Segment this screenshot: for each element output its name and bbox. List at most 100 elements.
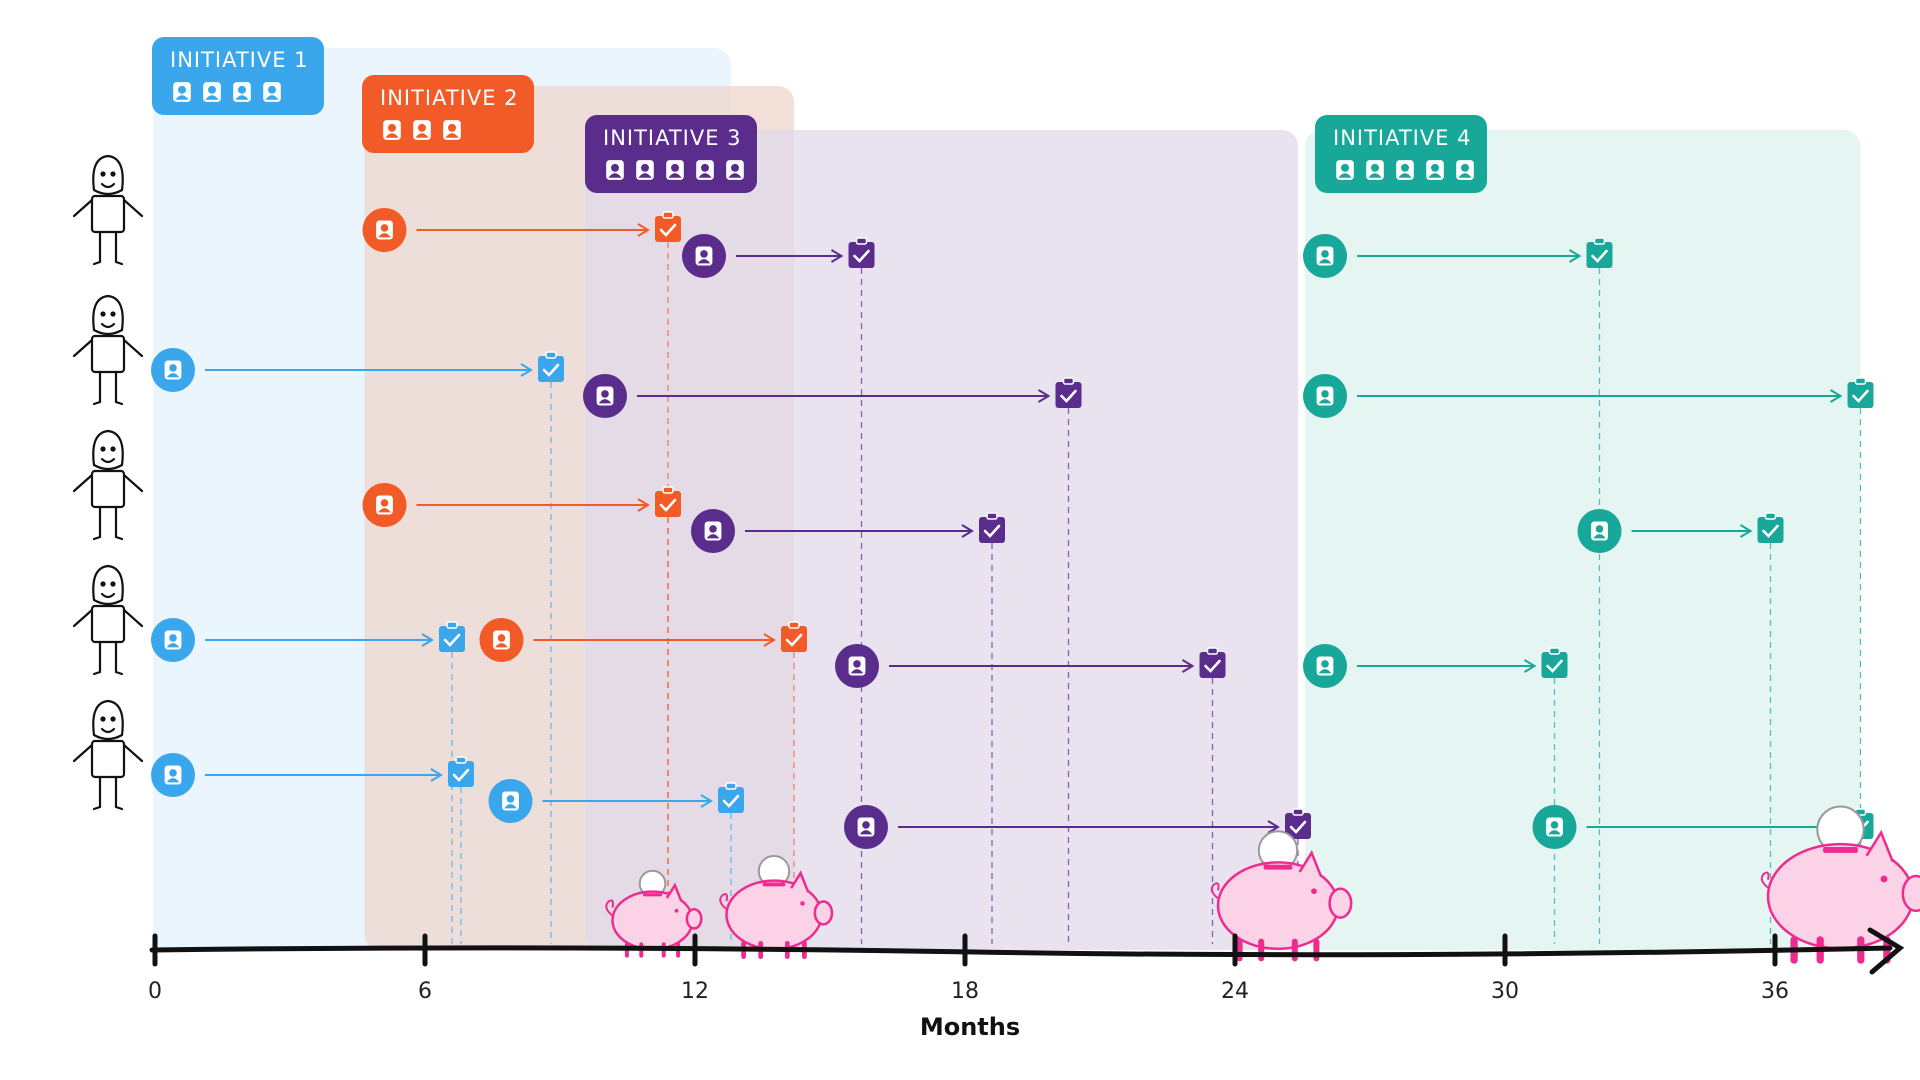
team-member-icon — [1336, 160, 1354, 180]
assignment-i1 — [488, 779, 744, 823]
assignment-i4 — [1577, 509, 1784, 553]
assignee-badge-icon — [479, 618, 524, 662]
assignment-i3 — [835, 644, 1226, 688]
arrow-head — [1739, 524, 1753, 538]
assignee-badge-icon — [1303, 234, 1347, 278]
header-i2: INITIATIVE 2 — [362, 75, 534, 153]
arrow-head — [637, 498, 650, 512]
piggy-bank-icon — [719, 854, 834, 960]
assignee-badge-icon — [362, 208, 407, 252]
tick-label: 6 — [418, 979, 432, 1004]
task-done-icon — [1285, 808, 1311, 839]
piggy-bank-icon — [1760, 805, 1920, 964]
team-member-icon — [413, 120, 431, 140]
task-done-icon — [718, 782, 744, 813]
assignee-badge-icon — [844, 805, 888, 849]
task-done-icon — [655, 486, 681, 517]
arrow-head — [1829, 389, 1843, 403]
assignee-badge-icon — [151, 753, 195, 797]
header-label: INITIATIVE 1 — [170, 48, 309, 72]
assignee-badge-icon — [1303, 644, 1347, 688]
assignment-i1 — [151, 348, 564, 392]
assignee-badge-icon — [835, 644, 879, 688]
assignment-i4 — [1303, 644, 1568, 688]
team-member-icon — [1456, 160, 1474, 180]
team-member-icon — [666, 160, 684, 180]
assignee-badge-icon — [1532, 805, 1577, 849]
people-column — [72, 154, 144, 811]
team-member-icon — [233, 82, 251, 102]
team-member-icon — [606, 160, 624, 180]
tick-label: 18 — [951, 979, 979, 1004]
assignment-i3 — [682, 234, 875, 278]
completion-guides — [451, 242, 1862, 944]
header-label: INITIATIVE 4 — [1333, 126, 1472, 150]
band-i3 — [585, 130, 1298, 950]
arrow-head — [763, 633, 776, 647]
assignment-i2 — [362, 208, 681, 252]
tick-label: 12 — [681, 979, 709, 1004]
assignment-i4 — [1303, 374, 1874, 418]
header-tag — [152, 37, 324, 115]
assignment-i2 — [479, 618, 807, 662]
team-member-icon — [203, 82, 221, 102]
person-3-icon — [72, 429, 144, 541]
assignment-i1 — [151, 618, 465, 662]
task-done-icon — [848, 237, 875, 268]
arrow-head — [700, 794, 713, 808]
assignment-i1 — [151, 753, 474, 797]
person-2-icon — [72, 294, 144, 406]
savings-piggy-banks — [605, 805, 1920, 964]
arrow-head — [830, 249, 844, 263]
arrow-head — [1181, 659, 1195, 673]
assignment-i2 — [362, 483, 681, 527]
person-4-icon — [72, 564, 144, 676]
arrow-head — [520, 363, 533, 377]
assignment-i3 — [583, 374, 1082, 418]
team-member-icon — [636, 160, 654, 180]
team-member-icon — [1366, 160, 1384, 180]
assignee-badge-icon — [682, 234, 726, 278]
assignee-badge-icon — [691, 509, 735, 553]
tick-label: 36 — [1761, 979, 1789, 1004]
initiative-headers: INITIATIVE 1 INITIATIVE 2 INITIATIVE 3 INIT… — [152, 37, 1487, 193]
piggy-bank-icon — [1210, 830, 1353, 962]
header-tag — [362, 75, 534, 153]
header-tag — [1315, 115, 1487, 193]
tick-label: 0 — [148, 979, 162, 1004]
assignee-badge-icon — [1303, 374, 1347, 418]
assignee-badge-icon — [151, 348, 195, 392]
task-done-icon — [1055, 377, 1082, 408]
team-member-icon — [726, 160, 744, 180]
header-i4: INITIATIVE 4 — [1315, 115, 1487, 193]
arrow-head — [637, 223, 650, 237]
person-1-icon — [72, 154, 144, 266]
arrow-head — [1568, 249, 1582, 263]
task-done-icon — [448, 756, 474, 787]
team-member-icon — [263, 82, 281, 102]
assignment-i3 — [691, 509, 1005, 553]
task-done-icon — [1847, 377, 1874, 408]
task-done-icon — [655, 211, 681, 242]
task-done-icon — [538, 351, 564, 382]
task-done-icon — [1199, 647, 1226, 678]
task-done-icon — [1541, 647, 1568, 678]
header-i1: INITIATIVE 1 — [152, 37, 324, 115]
task-done-icon — [1757, 512, 1784, 543]
person-5-icon — [72, 699, 144, 811]
tick-label: 30 — [1491, 979, 1519, 1004]
assignment-i4 — [1303, 234, 1613, 278]
header-i3: INITIATIVE 3 — [585, 115, 757, 193]
team-member-icon — [443, 120, 461, 140]
task-done-icon — [781, 621, 807, 652]
initiative-bands — [153, 48, 1861, 950]
task-done-icon — [1586, 237, 1613, 268]
assignments — [151, 208, 1874, 849]
assignee-badge-icon — [1577, 509, 1622, 553]
assignee-badge-icon — [488, 779, 533, 823]
header-tag — [585, 115, 757, 193]
team-member-icon — [1426, 160, 1444, 180]
arrow-head — [961, 524, 974, 538]
